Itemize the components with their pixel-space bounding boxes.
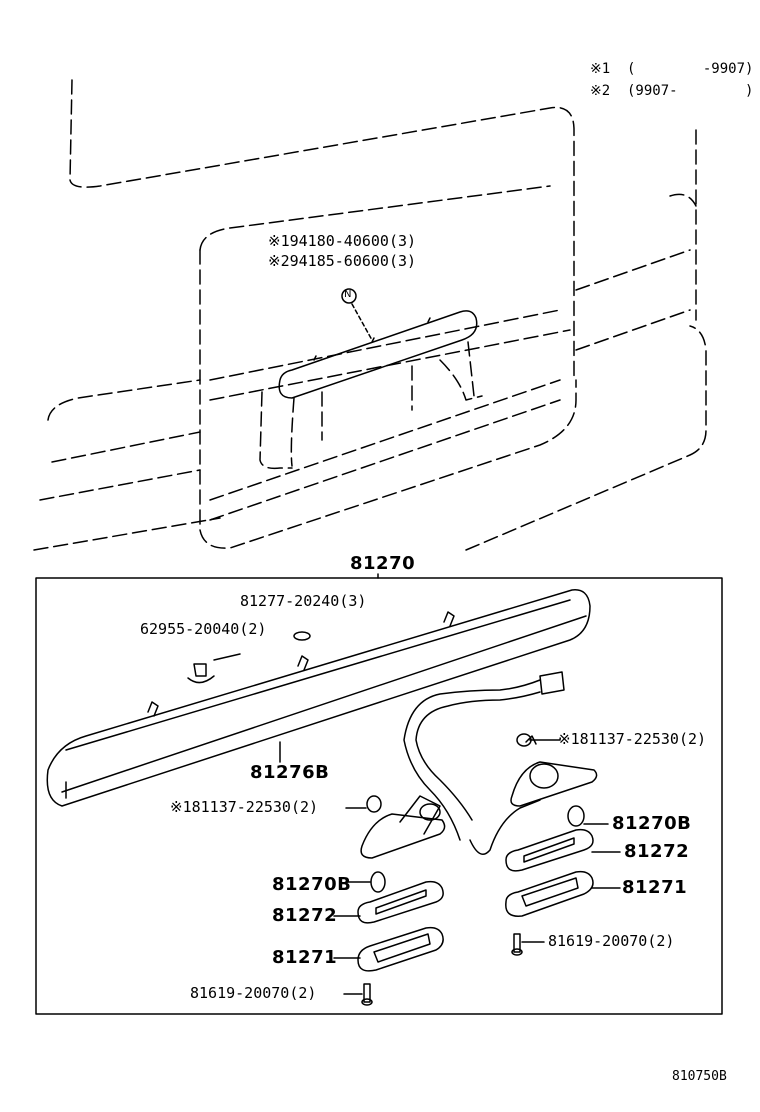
label-81271-left[interactable]: 81271 (272, 947, 338, 968)
label-81137-right[interactable]: ※181137-22530(2) (558, 730, 707, 748)
clip-81277 (293, 631, 311, 641)
diagram-ref: 810750B (672, 1069, 727, 1084)
label-81137-left[interactable]: ※181137-22530(2) (170, 798, 319, 816)
lamp-housing-right (510, 733, 598, 807)
screw-81619-left (361, 983, 373, 1006)
label-81276B[interactable]: 81276B (250, 762, 330, 783)
assembly-box (35, 577, 723, 1015)
lens-81272-right (505, 828, 594, 872)
label-81272-right[interactable]: 81272 (624, 841, 690, 862)
assembly-label-81270[interactable]: 81270 (350, 553, 416, 574)
vehicle-garnish (278, 310, 478, 399)
rivet-62955 (187, 653, 241, 684)
bulb-socket-left (366, 795, 382, 813)
label-81619-left[interactable]: 81619-20070(2) (190, 984, 317, 1002)
marker-leader (351, 303, 373, 341)
label-81619-right[interactable]: 81619-20070(2) (548, 932, 675, 950)
vehicle-body-outline (33, 79, 707, 551)
garnish-bar-81276B (46, 589, 591, 807)
label-62955[interactable]: 62955-20040(2) (140, 620, 267, 638)
legend-mark-2: ※2 (590, 83, 611, 99)
legend-range-1: ( -9907) (627, 61, 754, 77)
lamp-housing-left (360, 795, 446, 859)
leader-lines (333, 739, 621, 995)
lamp-bulb-81270B-left (370, 871, 386, 893)
gasket-81271-left (357, 926, 444, 972)
legend-mark-1: ※1 (590, 61, 611, 77)
label-94180[interactable]: ※194180-40600(3) (268, 232, 417, 250)
marker-circle (341, 288, 357, 304)
label-94185[interactable]: ※294185-60600(3) (268, 252, 417, 270)
screw-81619-right (511, 933, 523, 956)
label-81271-right[interactable]: 81271 (622, 877, 688, 898)
lens-81272-left (357, 880, 444, 924)
label-81277[interactable]: 81277-20240(3) (240, 592, 367, 610)
legend-range-2: (9907- ) (627, 83, 754, 99)
lamp-bulb-81270B-right (567, 805, 585, 827)
gasket-81271-right (505, 870, 594, 917)
wire-harness (403, 671, 565, 855)
label-81270B-left[interactable]: 81270B (272, 874, 352, 895)
label-81270B-right[interactable]: 81270B (612, 813, 692, 834)
label-81272-left[interactable]: 81272 (272, 905, 338, 926)
marker-n-label: N (344, 289, 352, 300)
